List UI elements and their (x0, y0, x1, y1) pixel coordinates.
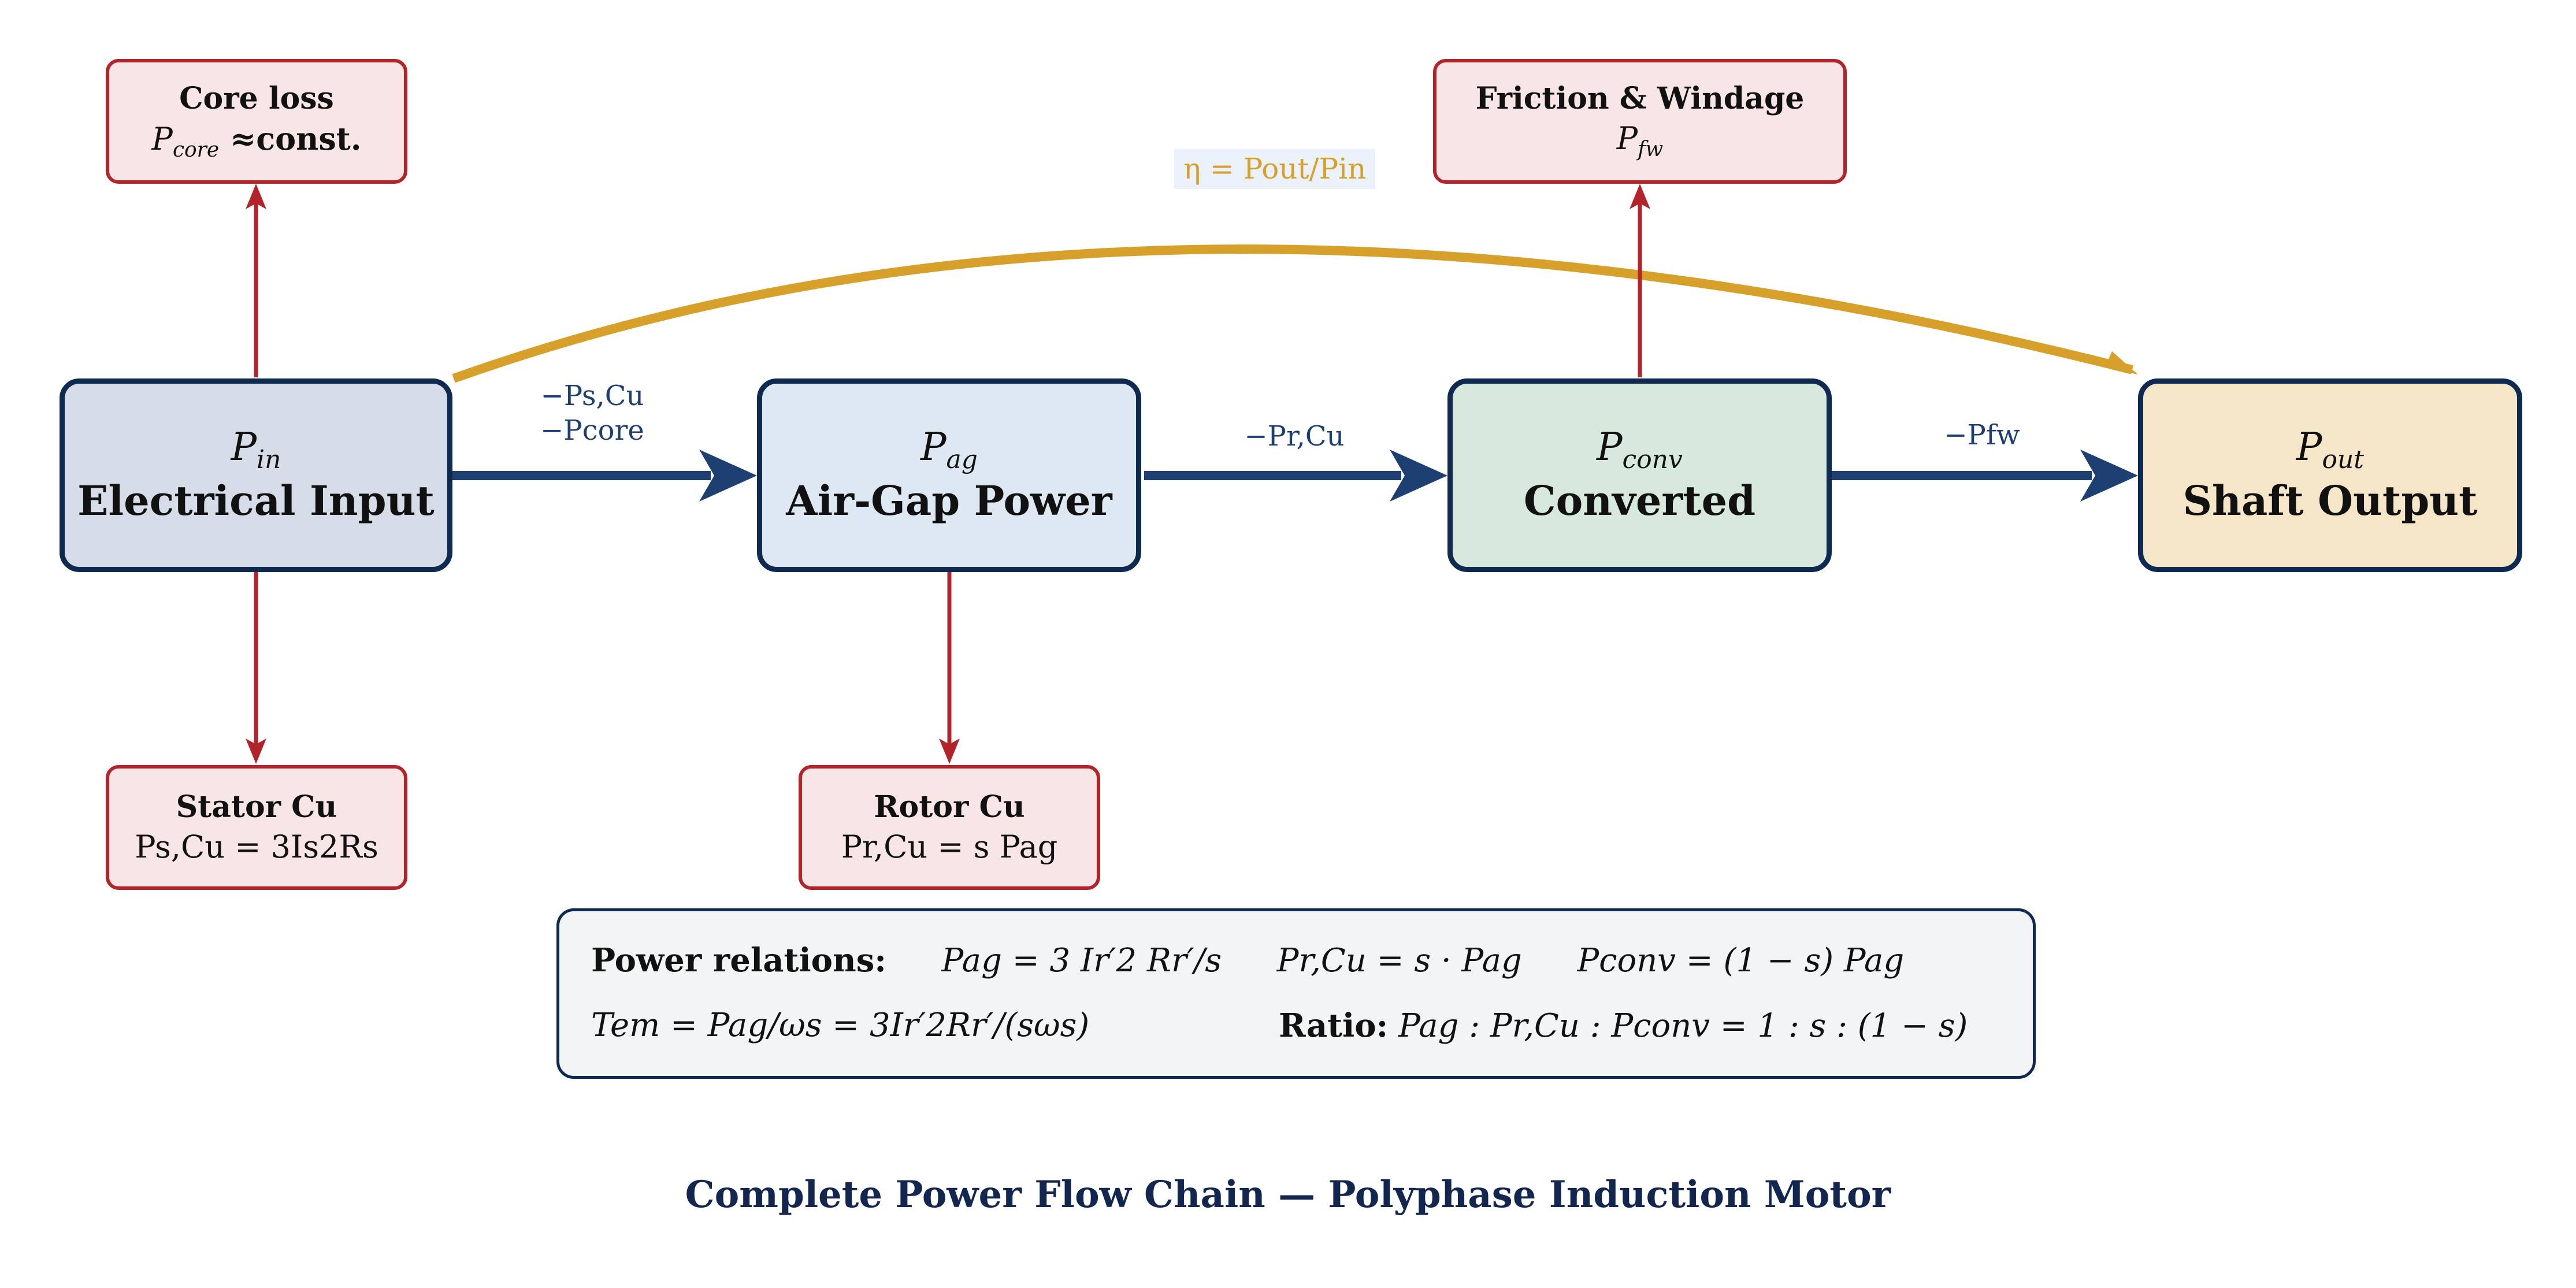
efficiency-arc-head (2096, 351, 2138, 374)
loss-arrowhead-rotor (939, 738, 960, 764)
node-shaft-output: Pout Shaft Output (2138, 378, 2522, 572)
node-symbol: Pin (231, 425, 281, 475)
relation-rotor-cu: Pr,Cu = s · Pag (1276, 942, 1522, 979)
relation-converted: Pconv = (1 − s) Pag (1577, 942, 1905, 979)
flow-label-converted-to-output: −Pfw (1944, 419, 2020, 451)
flow-label-core: −Pcore (540, 414, 644, 447)
loss-arrowhead-core (246, 184, 266, 209)
flow-label-airgap-to-converted: −Pr,Cu (1244, 420, 1345, 452)
node-label: Electrical Input (77, 477, 435, 525)
flow-arrowhead-converted-to-output (2080, 450, 2138, 502)
diagram-caption: Complete Power Flow Chain — Polyphase In… (685, 1173, 1891, 1216)
relation-air-gap: Pag = 3 Ir′2 Rr′/s (941, 942, 1222, 979)
efficiency-label: η = Pout/Pin (1174, 149, 1376, 189)
loss-expression: Ps,Cu = 3Is2Rs (135, 828, 378, 865)
flow-arrowhead-airgap-to-converted (1390, 450, 1447, 502)
relation-ratio: Pag : Pr,Cu : Pconv = 1 : s : (1 − s) (1398, 1007, 1968, 1045)
node-label: Shaft Output (2182, 477, 2478, 525)
efficiency-arc (452, 244, 2133, 383)
power-relations-box: Power relations: Pag = 3 Ir′2 Rr′/s Pr,C… (556, 908, 2036, 1079)
loss-box-friction-windage: Friction & Windage Pfw (1433, 59, 1847, 184)
ratio-heading: Ratio: (1279, 1007, 1389, 1045)
node-converted: Pconv Converted (1447, 378, 1832, 572)
relations-row-2: Tem = Pag/ωs = 3Ir′2Rr′/(sωs) (591, 1007, 1089, 1044)
flow-label-stator-cu: −Ps,Cu (540, 380, 644, 412)
loss-arrowhead-friction (1630, 184, 1650, 209)
loss-expression: Pr,Cu = s Pag (841, 828, 1058, 865)
node-electrical-input: Pin Electrical Input (60, 378, 452, 572)
node-label: Converted (1523, 477, 1756, 525)
loss-box-core: Core loss Pcore ≈const. (106, 59, 407, 184)
loss-title: Stator Cu (176, 789, 337, 825)
flow-label-input-to-airgap: −Ps,Cu −Pcore (508, 378, 676, 448)
loss-title: Rotor Cu (874, 789, 1025, 825)
loss-arrowhead-stator (246, 738, 266, 764)
loss-title: Friction & Windage (1475, 81, 1805, 117)
relations-row-1: Power relations: Pag = 3 Ir′2 Rr′/s Pr,C… (591, 941, 1904, 979)
node-symbol: Pag (920, 425, 978, 475)
relations-heading: Power relations: (591, 941, 886, 979)
node-air-gap-power: Pag Air-Gap Power (757, 378, 1141, 572)
node-symbol: Pout (2296, 425, 2364, 475)
loss-box-stator-cu: Stator Cu Ps,Cu = 3Is2Rs (106, 765, 407, 890)
node-label: Air-Gap Power (786, 477, 1112, 525)
loss-expression: Pcore ≈const. (151, 120, 362, 162)
flow-arrowhead-input-to-airgap (699, 450, 757, 502)
loss-box-rotor-cu: Rotor Cu Pr,Cu = s Pag (799, 765, 1100, 890)
loss-expression: Pfw (1616, 120, 1664, 161)
loss-title: Core loss (179, 80, 334, 116)
relation-torque: Tem = Pag/ωs = 3Ir′2Rr′/(sωs) (591, 1007, 1090, 1044)
node-symbol: Pconv (1597, 425, 1683, 475)
relations-row-2-ratio: Ratio: Pag : Pr,Cu : Pconv = 1 : s : (1 … (1279, 1007, 1968, 1045)
